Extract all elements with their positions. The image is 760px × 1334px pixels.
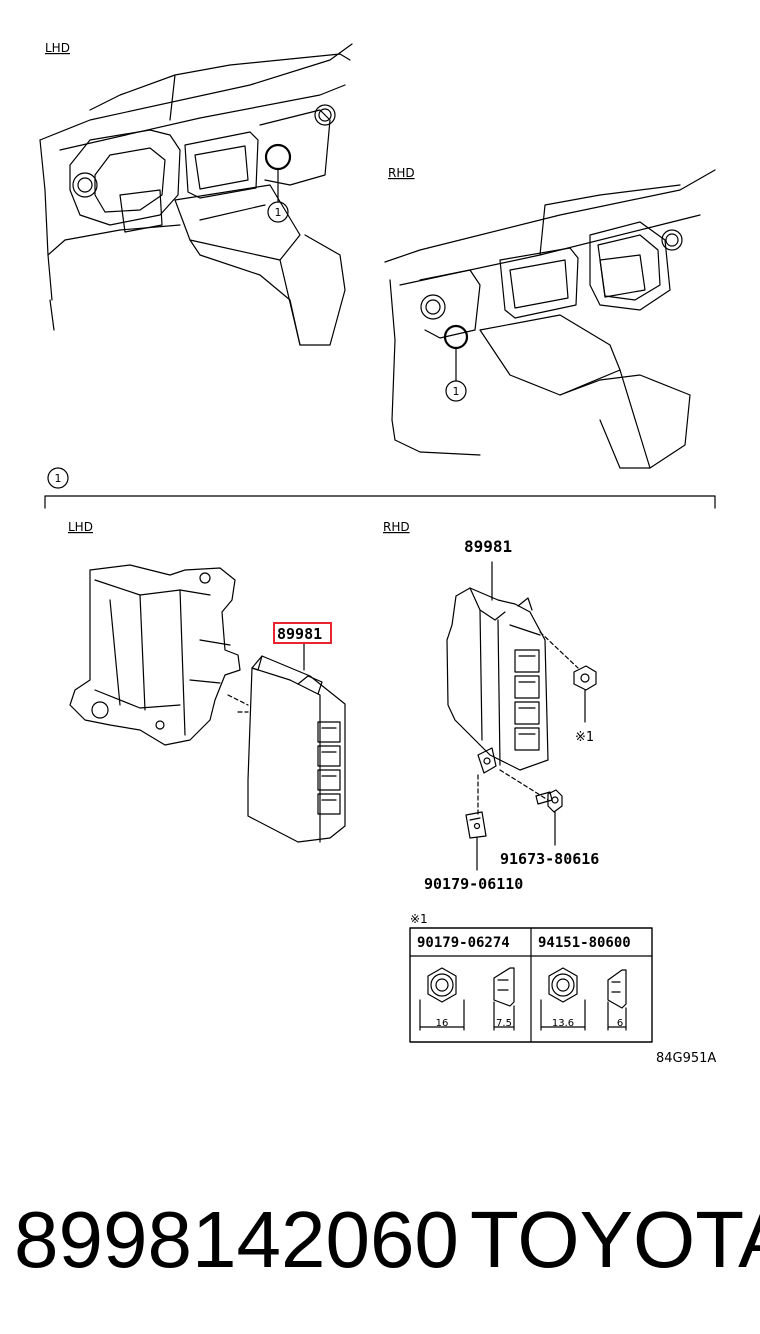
callout-bubble-lhd — [267, 201, 289, 223]
part-label-89981-lhd[interactable]: 89981 — [277, 625, 322, 643]
part-highlight-box — [273, 622, 332, 644]
callout-number-rhd: 1 — [453, 385, 460, 398]
dim-16: 16 — [436, 1018, 449, 1029]
dashboard-rhd-illustration — [384, 169, 716, 469]
detail-lhd-label: LHD — [68, 520, 93, 534]
callout-bubble-rhd — [445, 380, 467, 402]
dim-7-5: 7.5 — [496, 1018, 512, 1029]
diagram-code: 84G951A — [656, 1051, 716, 1066]
spec-table — [409, 927, 653, 1043]
detail-marker-circle — [47, 467, 69, 489]
dim-6: 6 — [617, 1018, 623, 1029]
callout-number-lhd: 1 — [275, 206, 282, 219]
rhd-bolt-icon — [535, 789, 563, 846]
rhd-nut-icon — [573, 665, 597, 723]
detail-bracket — [44, 495, 716, 509]
part-number-caption: 8998142060 — [14, 1195, 459, 1284]
part-label-bolt[interactable]: 91673-80616 — [500, 850, 599, 868]
note-marker: ※1 — [575, 730, 594, 745]
rhd-clip-nut-icon — [465, 811, 487, 871]
detail-marker-number: 1 — [55, 472, 62, 485]
part-label-nut[interactable]: 90179-06110 — [424, 875, 523, 893]
table-header-left[interactable]: 90179-06274 — [417, 935, 510, 951]
table-header-right[interactable]: 94151-80600 — [538, 935, 631, 951]
table-note-marker: ※1 — [410, 912, 428, 926]
top-lhd-label: LHD — [45, 41, 70, 55]
lhd-ecu-module — [227, 655, 346, 843]
lhd-mounting-bracket — [69, 564, 241, 746]
callout-circle-lhd — [264, 143, 292, 171]
rhd-ecu-assembly — [446, 587, 579, 816]
dashboard-lhd-illustration — [39, 43, 353, 346]
callout-circle-rhd — [443, 324, 469, 350]
part-label-89981-rhd[interactable]: 89981 — [464, 537, 512, 556]
detail-rhd-label: RHD — [383, 520, 410, 534]
brand-caption: TOYOTA — [470, 1195, 760, 1284]
dim-13-6: 13.6 — [552, 1018, 574, 1029]
top-rhd-label: RHD — [388, 166, 415, 180]
